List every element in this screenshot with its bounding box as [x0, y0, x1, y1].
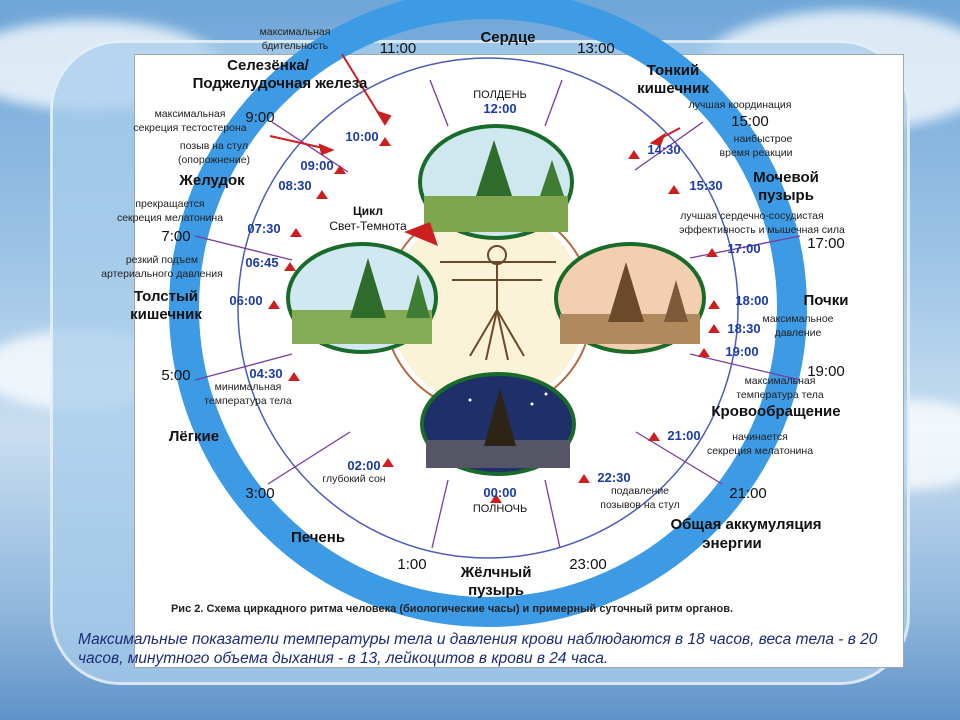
- outer-ring: [169, 0, 807, 627]
- time-label: 06:45: [245, 255, 278, 270]
- note: лучшая сердечно-сосудистая: [680, 210, 823, 222]
- organ-label: пузырь: [468, 582, 524, 599]
- note: максимальная: [260, 26, 331, 38]
- scene-evening: [554, 242, 706, 354]
- organ-label: кишечник: [130, 306, 202, 323]
- note: наибыстрое: [734, 133, 793, 145]
- organ-label: Желудок: [178, 172, 245, 189]
- note: секреция тестостерона: [133, 122, 246, 134]
- organ-label: энергии: [702, 535, 762, 552]
- time-label: 14:30: [647, 142, 680, 157]
- organ-label: Мочевой: [753, 169, 819, 186]
- clock-label: 19:00: [807, 363, 845, 380]
- center-glow: [390, 210, 586, 406]
- scene-morning: [286, 242, 438, 354]
- note: минимальная: [215, 381, 282, 393]
- time-label: 18:30: [727, 321, 760, 336]
- organ-label: Тонкий: [647, 62, 699, 79]
- time-label: 09:00: [300, 158, 333, 173]
- note: эффективность и мышечная сила: [679, 224, 845, 236]
- time-label: ПОЛДЕНЬ: [473, 89, 527, 101]
- note: максимальная: [155, 108, 226, 120]
- note: бдительность: [262, 40, 329, 52]
- clock-label: 21:00: [729, 485, 767, 502]
- time-label: 17:00: [727, 241, 760, 256]
- note: максимальная: [745, 375, 816, 387]
- note: начинается: [732, 431, 788, 443]
- cycle-subtitle: Свет-Темнота: [329, 219, 407, 233]
- time-label: ПОЛНОЧЬ: [473, 503, 527, 515]
- clock-label: 11:00: [380, 40, 416, 57]
- time-label: 02:00: [347, 458, 380, 473]
- note: резкий подъем: [126, 254, 198, 266]
- organ-label: Почки: [803, 292, 848, 309]
- slide-caption: Максимальные показатели температуры тела…: [78, 631, 878, 667]
- note: прекращается: [135, 198, 204, 210]
- note: температура тела: [204, 395, 292, 407]
- time-label: 19:00: [725, 344, 758, 359]
- clock-label: 13:00: [577, 40, 615, 57]
- time-label: 15:30: [689, 178, 722, 193]
- time-label: 18:00: [735, 293, 768, 308]
- note: подавление: [611, 485, 669, 497]
- time-label: 22:30: [597, 470, 630, 485]
- organ-label: Печень: [291, 529, 345, 546]
- note: время реакции: [720, 147, 793, 159]
- time-label: 12:00: [483, 101, 516, 116]
- note: позывов на стул: [600, 499, 679, 511]
- clock-label: 1:00: [397, 556, 426, 573]
- time-label: 10:00: [345, 129, 378, 144]
- figure-caption: Рис 2. Схема циркадного ритма человека (…: [171, 603, 733, 615]
- inner-time-ring: [237, 57, 739, 559]
- time-label: 06:00: [229, 293, 262, 308]
- scene-night: [420, 372, 576, 476]
- organ-label: Сердце: [480, 29, 535, 46]
- organ-label: Жёлчный: [460, 564, 532, 581]
- organ-label: кишечник: [637, 80, 709, 97]
- clock-label: 5:00: [161, 367, 190, 384]
- organ-label: пузырь: [758, 187, 814, 204]
- clock-label: 9:00: [245, 109, 274, 126]
- clock-label: 7:00: [161, 228, 190, 245]
- human-figure: [440, 245, 556, 361]
- note: температура тела: [736, 389, 824, 401]
- note: секреция мелатонина: [707, 445, 813, 457]
- cycle-title: Цикл: [353, 204, 383, 218]
- organ-label: Общая аккумуляция: [670, 516, 821, 533]
- organ-label: Кровообращение: [711, 403, 840, 420]
- note: секреция мелатонина: [117, 212, 223, 224]
- organ-label: Лёгкие: [169, 428, 219, 445]
- note: артериального давления: [101, 268, 223, 280]
- note: глубокий сон: [322, 473, 385, 485]
- clock-label: 15:00: [731, 113, 769, 130]
- time-label: 04:30: [249, 366, 282, 381]
- time-label: 07:30: [247, 221, 280, 236]
- clock-label: 3:00: [245, 485, 274, 502]
- note: лучшая координация: [689, 99, 792, 111]
- organ-label: Селезёнка/: [227, 57, 310, 74]
- time-label: 00:00: [483, 485, 516, 500]
- time-markers: [268, 137, 720, 503]
- clock-label: 17:00: [807, 235, 845, 252]
- note: позыв на стул: [180, 140, 248, 152]
- organ-label: Поджелудочная железа: [193, 75, 368, 92]
- organ-label: Толстый: [134, 288, 198, 305]
- time-label: 21:00: [667, 428, 700, 443]
- clock-label: 23:00: [569, 556, 607, 573]
- note: максимальное: [762, 313, 833, 325]
- note: (опорожнение): [178, 154, 250, 166]
- time-label: 08:30: [278, 178, 311, 193]
- red-arrows: [269, 53, 681, 156]
- scene-noon: [418, 124, 574, 240]
- note: давление: [775, 327, 822, 339]
